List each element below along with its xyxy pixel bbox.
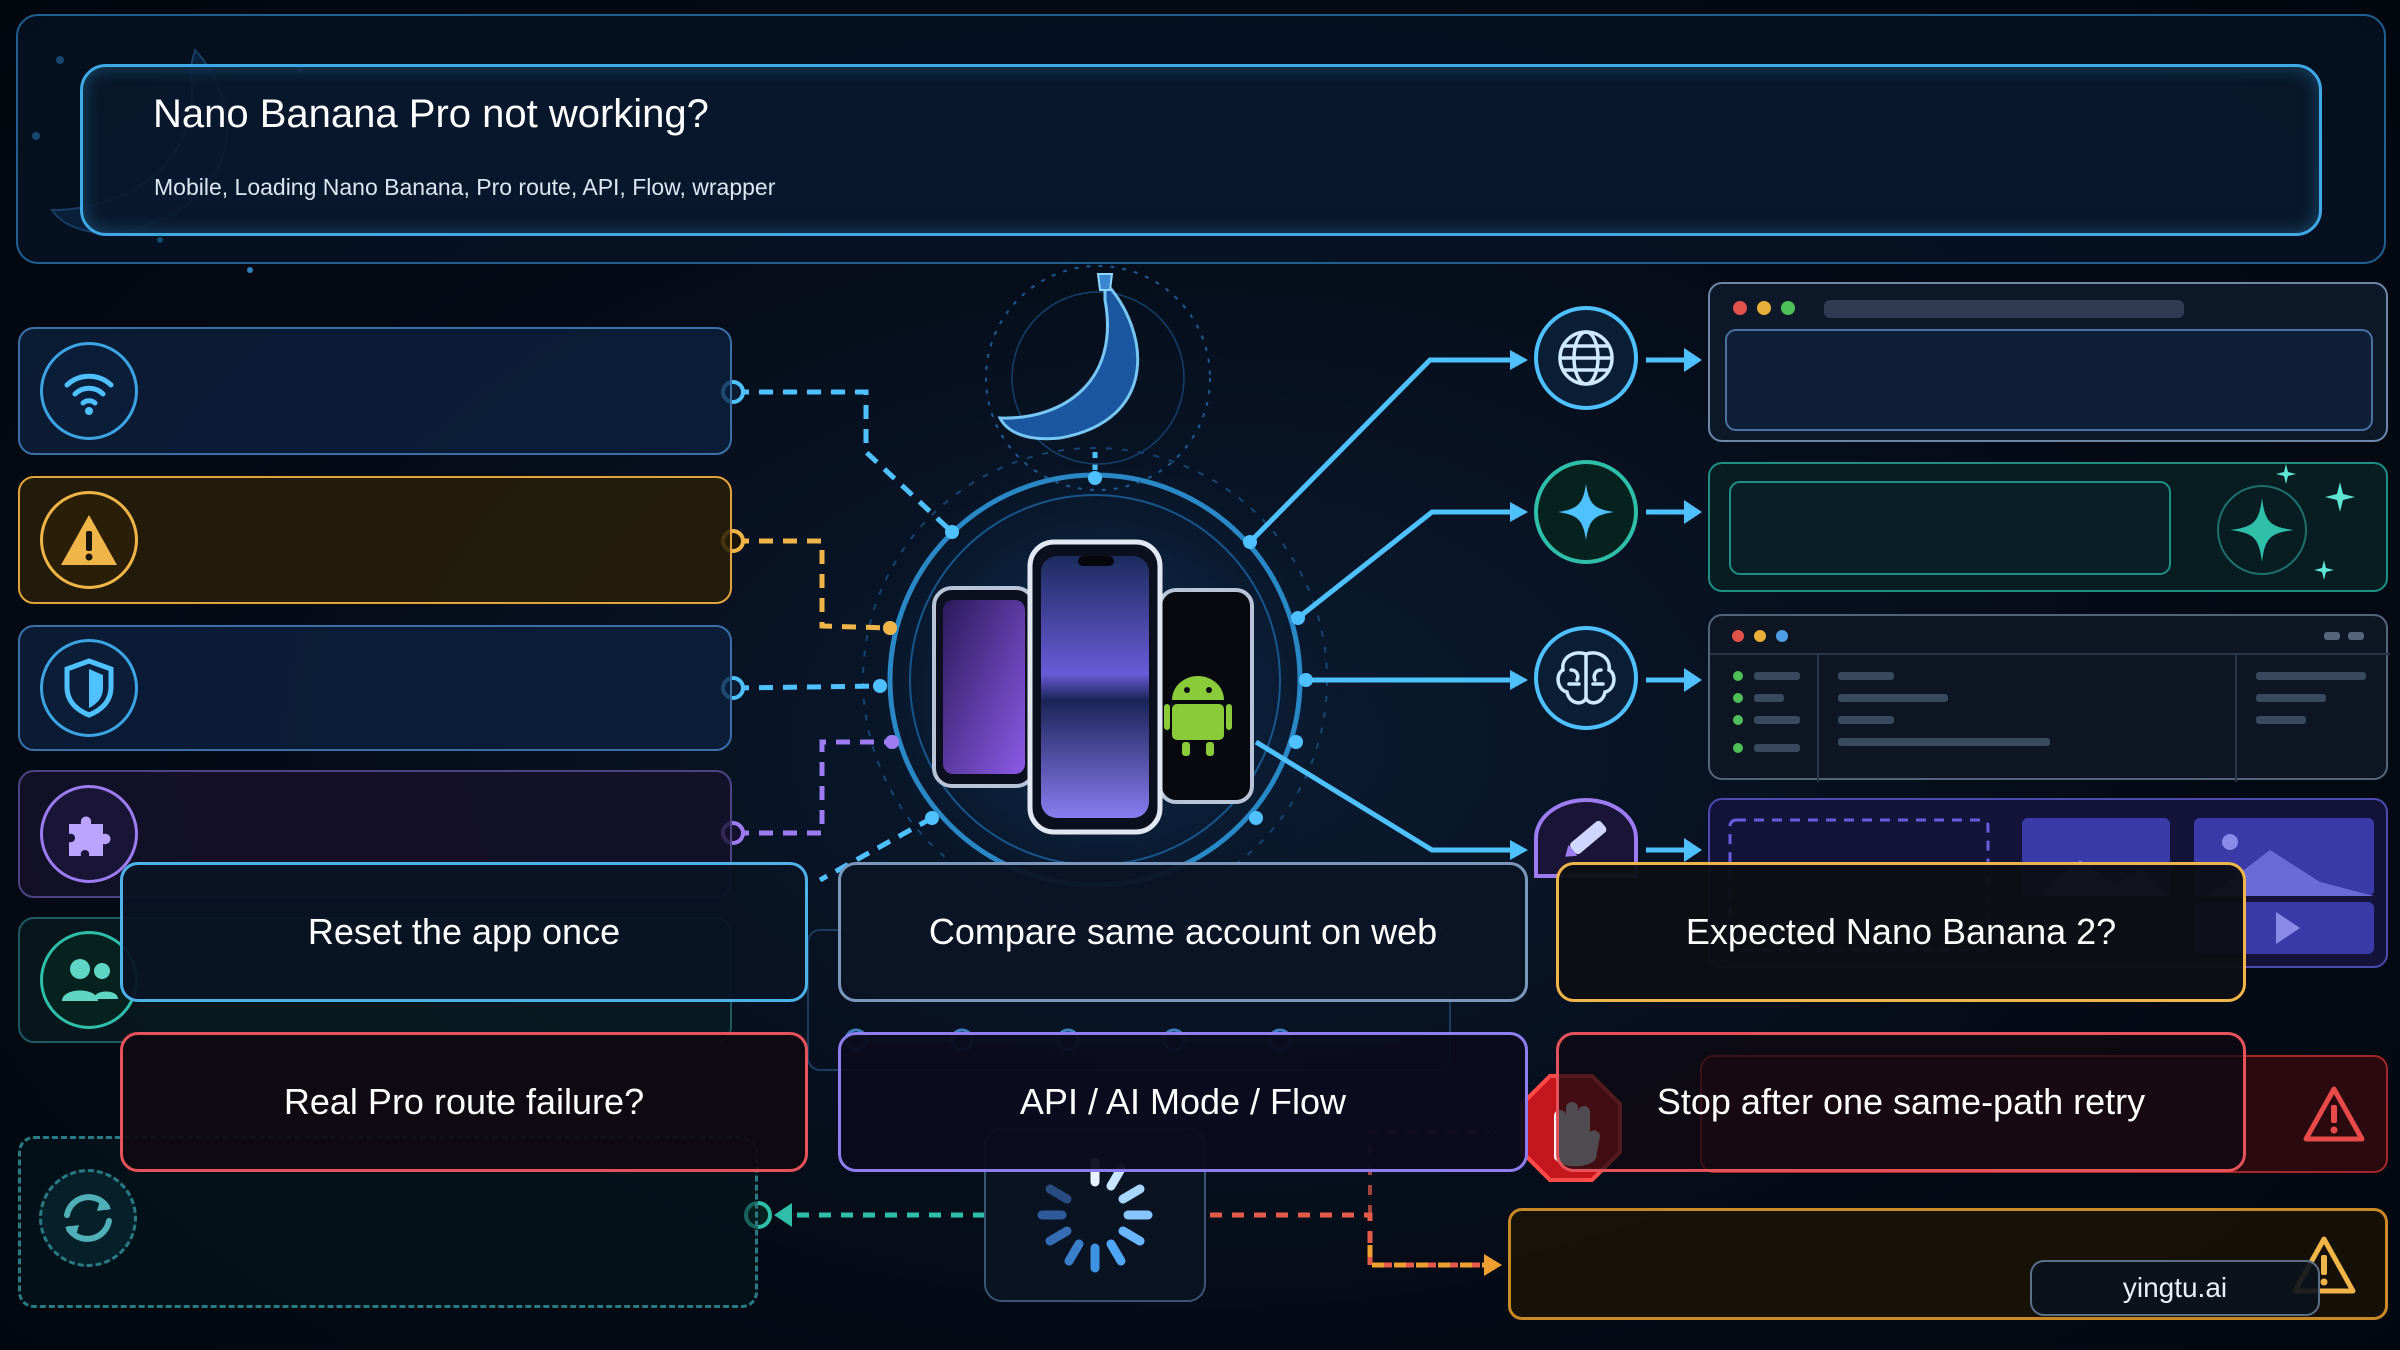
globe-icon [1534,306,1638,410]
header-card [80,64,2322,236]
label-api-modes: API / AI Mode / Flow [838,1032,1528,1172]
warning-icon [40,491,138,589]
label-stop-retry: Stop after one same-path retry [1556,1032,2246,1172]
panel-gemini [1708,462,2388,592]
brain-icon [1534,626,1638,730]
puzzle-icon [40,785,138,883]
watermark: yingtu.ai [2030,1260,2320,1316]
label-compare-web: Compare same account on web [838,862,1528,1002]
label-expected-nb2: Expected Nano Banana 2? [1556,862,2246,1002]
panel-network [18,327,732,455]
panel-browser [1708,282,2388,442]
refresh-icon [39,1169,137,1267]
wifi-icon [40,342,138,440]
alert-icon [2302,1085,2366,1148]
panel-code-editor [1708,614,2390,782]
label-real-pro-failure: Real Pro route failure? [120,1032,808,1172]
android-icon [1164,676,1232,756]
panel-warning [18,476,732,604]
spinner-icon [1037,1157,1153,1273]
page-subtitle: Mobile, Loading Nano Banana, Pro route, … [154,174,776,200]
label-reset-app: Reset the app once [120,862,808,1002]
panel-security [18,625,732,751]
page-title: Nano Banana Pro not working? [153,92,709,136]
sparkle-icon [1534,460,1638,564]
shield-icon [40,639,138,737]
